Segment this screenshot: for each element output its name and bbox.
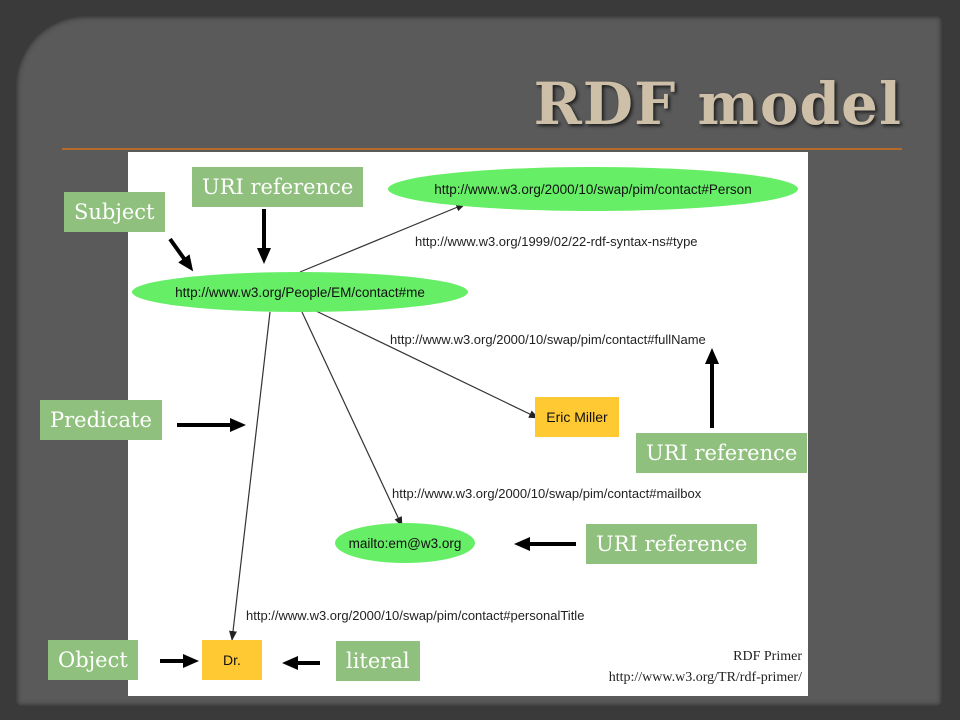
- source-credit: RDF Primer http://www.w3.org/TR/rdf-prim…: [609, 646, 802, 688]
- arrow-subject-to-node: [168, 237, 194, 272]
- node-mailbox: [335, 523, 475, 563]
- edge-fullname-line: [313, 309, 539, 419]
- callout-uri-reference-top: URI reference: [192, 167, 364, 207]
- title-divider: [62, 148, 902, 150]
- edge-type-line: [299, 203, 466, 273]
- rdf-graph: http://www.w3.org/2000/10/swap/pim/conta…: [132, 167, 798, 680]
- node-dr: [202, 640, 262, 680]
- edge-mailbox-label: http://www.w3.org/2000/10/swap/pim/conta…: [392, 486, 702, 501]
- node-person-label: http://www.w3.org/2000/10/swap/pim/conta…: [434, 182, 751, 197]
- edge-mailbox-line: [301, 311, 403, 527]
- credit-title: RDF Primer: [733, 649, 802, 664]
- edge-title-line: [229, 311, 271, 641]
- edge-type-label: http://www.w3.org/1999/02/22-rdf-syntax-…: [415, 234, 698, 249]
- node-eric-miller-label: Eric Miller: [546, 409, 608, 425]
- credit-url: http://www.w3.org/TR/rdf-primer/: [608, 670, 802, 685]
- node-mailbox-label: mailto:em@w3.org: [349, 536, 462, 551]
- edge-fullname-label: http://www.w3.org/2000/10/swap/pim/conta…: [390, 332, 706, 347]
- callout-subject: Subject: [64, 192, 165, 232]
- callout-literal: literal: [336, 641, 420, 681]
- node-eric-miller: [535, 397, 619, 437]
- callout-predicate: Predicate: [40, 400, 162, 440]
- slide-title: RDF model: [533, 70, 902, 138]
- node-dr-label: Dr.: [223, 652, 241, 668]
- callout-uri-reference-right: URI reference: [636, 433, 808, 473]
- edge-title-label: http://www.w3.org/2000/10/swap/pim/conta…: [246, 608, 584, 623]
- node-me-label: http://www.w3.org/People/EM/contact#me: [175, 285, 425, 300]
- node-person: [388, 167, 798, 211]
- callout-object: Object: [48, 640, 138, 680]
- callout-uri-reference-mid: URI reference: [586, 524, 758, 564]
- node-me: [132, 272, 468, 312]
